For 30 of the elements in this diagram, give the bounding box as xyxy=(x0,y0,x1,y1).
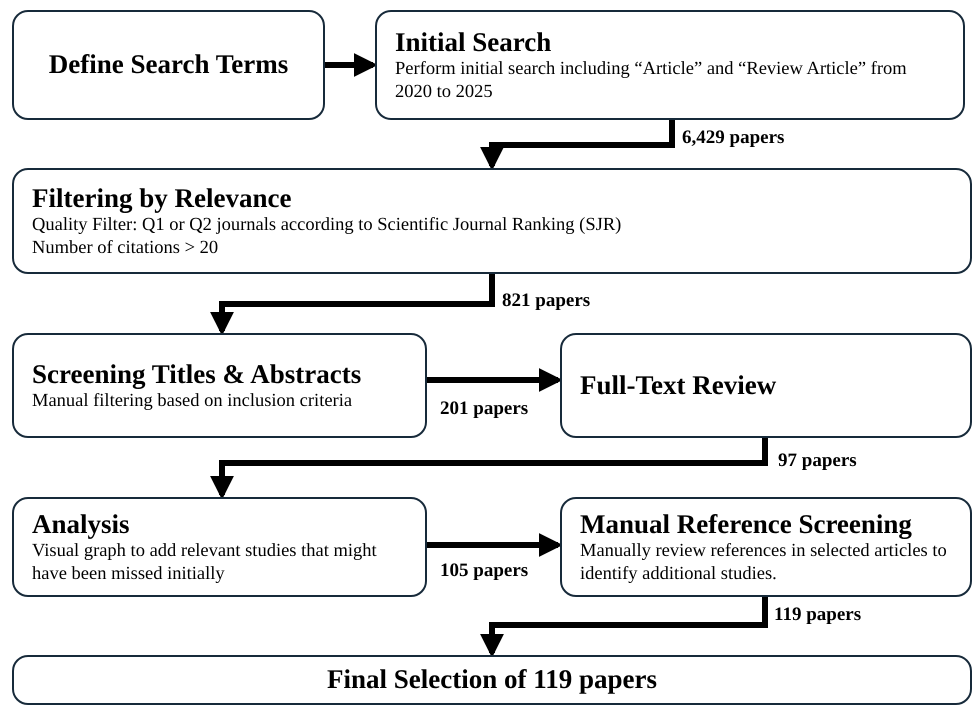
step-title: Final Selection of 119 papers xyxy=(327,664,657,696)
step-title: Analysis xyxy=(32,508,131,540)
step-title: Initial Search xyxy=(395,26,552,58)
step-description: Number of citations > 20 xyxy=(32,236,220,260)
step-description: Perform initial search including “Article” and “Review Article” from 2020 to 2025 xyxy=(395,58,908,104)
edge-label: 6,429 papers xyxy=(680,127,786,149)
edge-label: 97 papers xyxy=(776,450,859,472)
step-title: Full-Text Review xyxy=(580,370,778,402)
step-title: Manual Reference Screening xyxy=(580,508,913,540)
step-box xyxy=(560,333,972,438)
step-box xyxy=(12,497,427,597)
arrow xyxy=(480,597,768,658)
arrow xyxy=(210,438,768,500)
step-title: Screening Titles & Abstracts xyxy=(32,358,362,390)
step-description: Manual filtering based on inclusion criteria xyxy=(32,390,354,412)
step-title: Define Search Terms xyxy=(48,49,288,81)
step-box xyxy=(375,10,965,120)
arrow xyxy=(480,120,675,171)
step-box xyxy=(12,333,427,438)
step-description: Manually review references in selected articles to identify additional studies. xyxy=(580,540,948,586)
edge-label: 201 papers xyxy=(438,398,530,420)
step-title: Filtering by Relevance xyxy=(32,182,292,214)
step-description: Visual graph to add relevant studies that might have been missed initially xyxy=(32,540,378,586)
step-box xyxy=(560,497,972,597)
step-box xyxy=(12,168,972,274)
edge-label: 821 papers xyxy=(500,290,592,312)
step-box xyxy=(12,10,325,120)
arrow xyxy=(210,274,495,336)
result-box xyxy=(12,655,972,705)
step-description: Quality Filter: Q1 or Q2 journals according to Scientific Journal Ranking (SJR) xyxy=(32,214,622,237)
